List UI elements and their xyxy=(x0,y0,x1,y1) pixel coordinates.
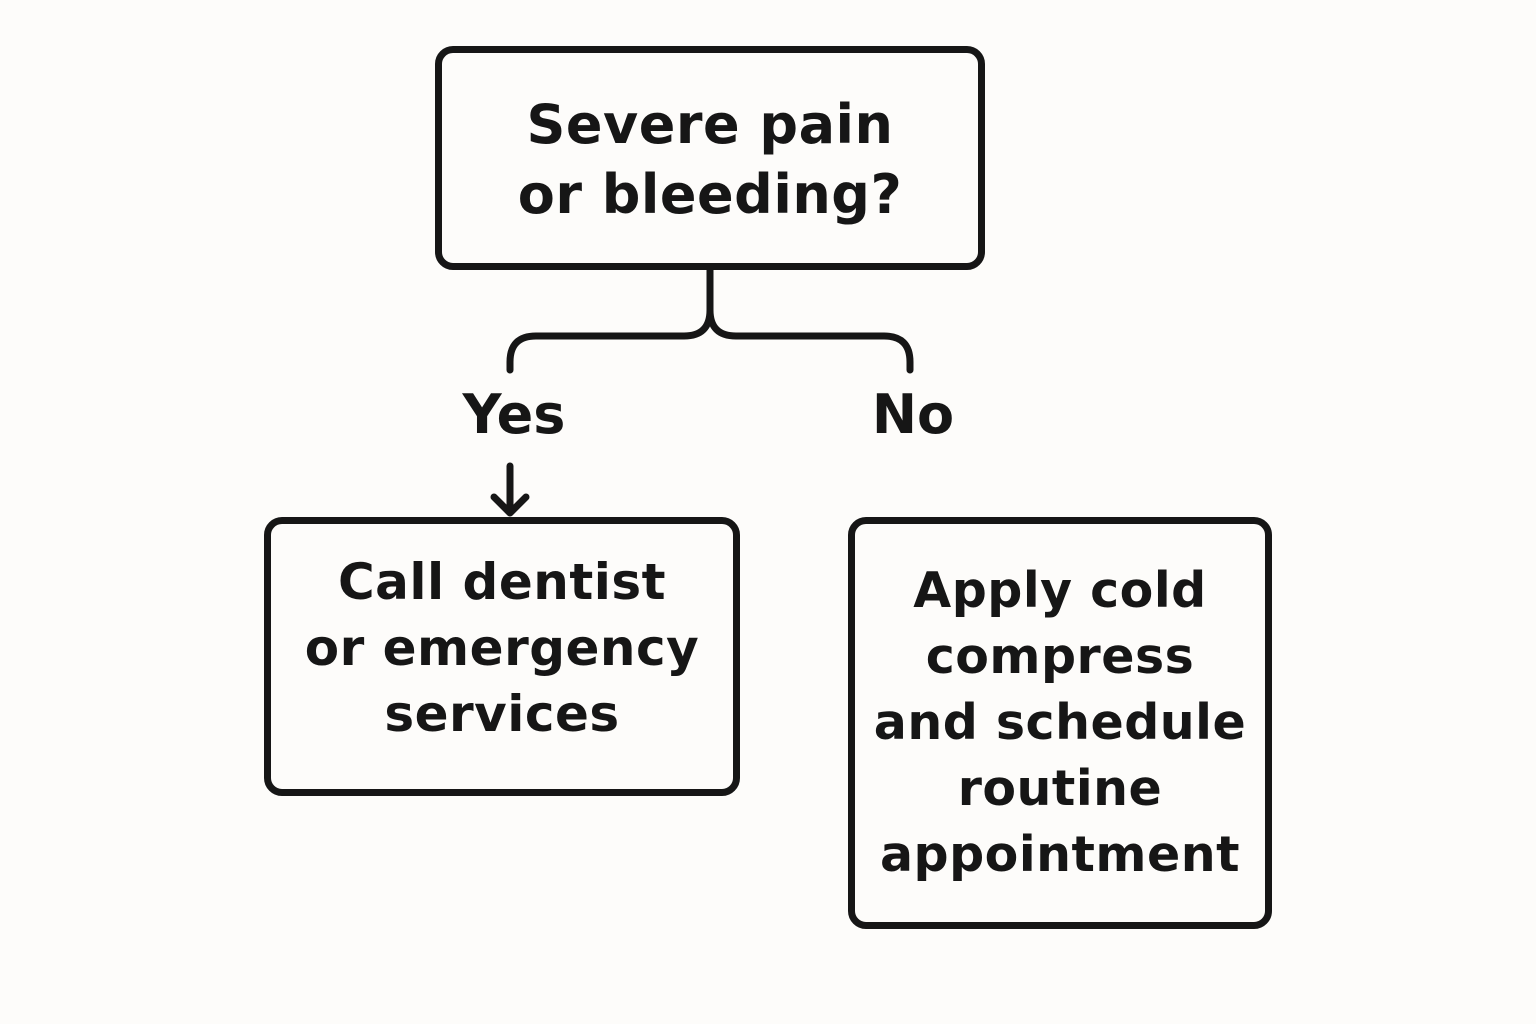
no-branch-label: No xyxy=(871,383,955,446)
no-outcome-box: Apply cold compress and schedule routine… xyxy=(848,517,1272,929)
decision-question: Severe pain or bleeding? xyxy=(517,93,903,226)
yes-arrow-head xyxy=(490,493,530,517)
yes-branch-label: Yes xyxy=(462,383,566,446)
decision-box: Severe pain or bleeding? xyxy=(435,46,985,270)
yes-outcome-box: Call dentist or emergency services xyxy=(264,517,740,796)
no-branch-connector xyxy=(706,306,914,374)
no-outcome-text: Apply cold compress and schedule routine… xyxy=(873,562,1247,883)
decision-stem-connector xyxy=(506,266,714,374)
yes-outcome-text: Call dentist or emergency services xyxy=(304,552,700,743)
